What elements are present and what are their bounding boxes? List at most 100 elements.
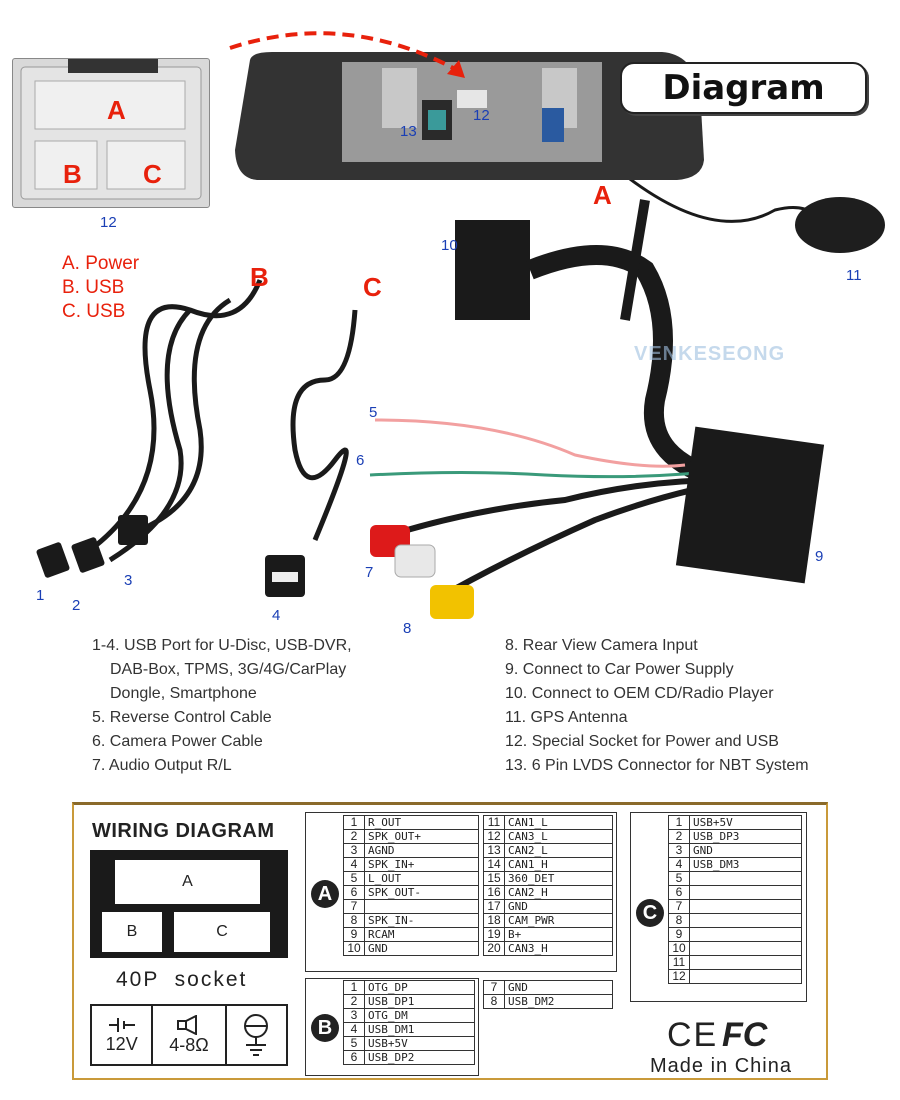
- socket-label: 40P socket: [116, 968, 248, 991]
- pin-row: 9: [668, 927, 802, 942]
- pin-number: 17: [483, 899, 505, 914]
- pin-number: 12: [668, 969, 690, 984]
- socket-drawing: A B C: [90, 850, 288, 958]
- pin-signal: L_OUT: [364, 871, 479, 886]
- pin-signal: CAN1_H: [504, 857, 613, 872]
- head-unit-photo: [235, 52, 704, 180]
- pin-group-b: [305, 978, 479, 1076]
- pin-number: 6: [343, 885, 365, 900]
- socket-photo: A B C: [12, 58, 210, 208]
- pin-number: 7: [483, 980, 505, 995]
- pin-number: 4: [343, 857, 365, 872]
- callout-9: 9: [815, 548, 824, 565]
- pin-signal: [689, 899, 802, 914]
- pin-number: 5: [343, 871, 365, 886]
- caption-left-1: 1-4. USB Port for U-Disc, USB-DVR,: [92, 637, 352, 654]
- pin-number: 1: [343, 980, 365, 995]
- pin-signal: AGND: [364, 843, 479, 858]
- pin-number: 10: [343, 941, 365, 956]
- pin-number: 11: [668, 955, 690, 970]
- pin-signal: [689, 913, 802, 928]
- pin-signal: CAN3_L: [504, 829, 613, 844]
- pin-number: 8: [483, 994, 505, 1009]
- legend-usb-b: B. USB: [62, 277, 125, 298]
- pin-number: 2: [343, 829, 365, 844]
- pin-number: 15: [483, 871, 505, 886]
- caption-left-5: 6. Camera Power Cable: [92, 733, 263, 750]
- pin-row: 10: [668, 941, 802, 956]
- callout-12-top: 12: [473, 107, 490, 124]
- caption-left-2: DAB-Box, TPMS, 3G/4G/CarPlay: [110, 661, 347, 678]
- battery-icon: 12V: [92, 1006, 154, 1064]
- pin-signal: SPK_OUT-: [364, 885, 479, 900]
- pin-row: 11: [668, 955, 802, 970]
- pin-group-a: [305, 812, 617, 972]
- legend-usb-c: C. USB: [62, 301, 126, 322]
- pin-signal: CAN2_L: [504, 843, 613, 858]
- caption-left-4: 5. Reverse Control Cable: [92, 709, 272, 726]
- caption-right-1: 8. Rear View Camera Input: [505, 637, 698, 654]
- cable-label-a: A: [593, 180, 612, 210]
- pin-signal: CAM_PWR: [504, 913, 613, 928]
- pin-number: 8: [668, 913, 690, 928]
- socket-photo-letter-a: A: [107, 95, 126, 125]
- captions-right: 8. Rear View Camera Input 9. Connect to …: [505, 634, 809, 778]
- caption-right-2: 9. Connect to Car Power Supply: [505, 661, 734, 678]
- pin-signal: USB_DM3: [689, 857, 802, 872]
- callout-4: 4: [272, 607, 281, 624]
- pin-number: 6: [343, 1050, 365, 1065]
- pin-signal: USB_DP3: [689, 829, 802, 844]
- callout-8: 8: [403, 620, 412, 637]
- arrow-icon: [229, 31, 465, 78]
- pin-number: 7: [668, 899, 690, 914]
- diagram-badge: Diagram: [620, 62, 867, 114]
- group-b-badge: B: [311, 1014, 339, 1042]
- impedance-label: 4-8Ω: [169, 1034, 209, 1055]
- caption-right-5: 12. Special Socket for Power and USB: [505, 733, 779, 750]
- pin-signal: CAN3_H: [504, 941, 613, 956]
- pin-number: 2: [668, 829, 690, 844]
- usb-cable-b-photo: [36, 279, 263, 578]
- abc-legend: A. Power B. USB C. USB: [62, 252, 139, 324]
- main-harness-photo: [369, 180, 885, 619]
- made-in-label: Made in China: [650, 1055, 792, 1077]
- pin-number: 8: [343, 913, 365, 928]
- pin-group-c: [630, 812, 807, 1002]
- pin-row: 6: [668, 885, 802, 900]
- cable-label-b: B: [250, 262, 269, 292]
- pin-number: 11: [483, 815, 505, 830]
- callout-13: 13: [400, 123, 417, 140]
- pin-signal: OTG_DP: [364, 980, 475, 995]
- pin-number: 4: [668, 857, 690, 872]
- callout-6: 6: [356, 452, 365, 469]
- pin-number: 3: [343, 1008, 365, 1023]
- group-a-badge: A: [311, 880, 339, 908]
- callout-5: 5: [369, 404, 378, 421]
- pin-number: 9: [668, 927, 690, 942]
- pin-signal: SPK_OUT+: [364, 829, 479, 844]
- pin-signal: [364, 899, 479, 914]
- pin-signal: [689, 927, 802, 942]
- callout-11: 11: [846, 267, 862, 284]
